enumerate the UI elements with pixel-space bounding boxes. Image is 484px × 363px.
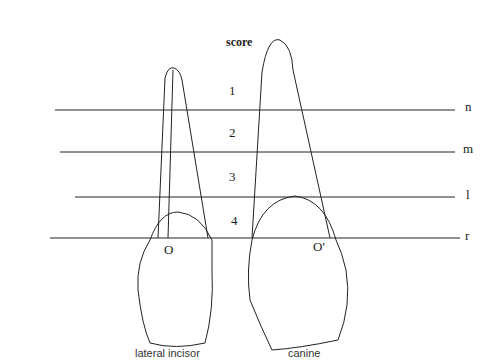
tooth-caption: canine: [288, 348, 320, 359]
point-label: O: [164, 243, 173, 256]
score-heading: score: [226, 36, 252, 48]
score-number: 3: [229, 170, 236, 183]
level-line: [50, 238, 460, 239]
tooth-caption: lateral incisor: [135, 348, 200, 359]
level-letter: r: [465, 229, 469, 242]
score-number: 2: [229, 126, 236, 139]
score-number: 4: [231, 214, 238, 227]
canine-root: [252, 40, 330, 238]
level-letter: n: [465, 100, 472, 113]
level-letter: m: [463, 142, 473, 155]
score-number: 1: [229, 84, 236, 97]
incisor-cej: [150, 212, 212, 240]
canine-cej: [252, 196, 336, 240]
point-label: O': [313, 240, 325, 253]
level-line: [75, 197, 455, 198]
level-letter: l: [466, 188, 470, 201]
level-line: [55, 110, 455, 111]
incisor-crown: [138, 240, 213, 347]
canine-crown: [248, 240, 347, 350]
